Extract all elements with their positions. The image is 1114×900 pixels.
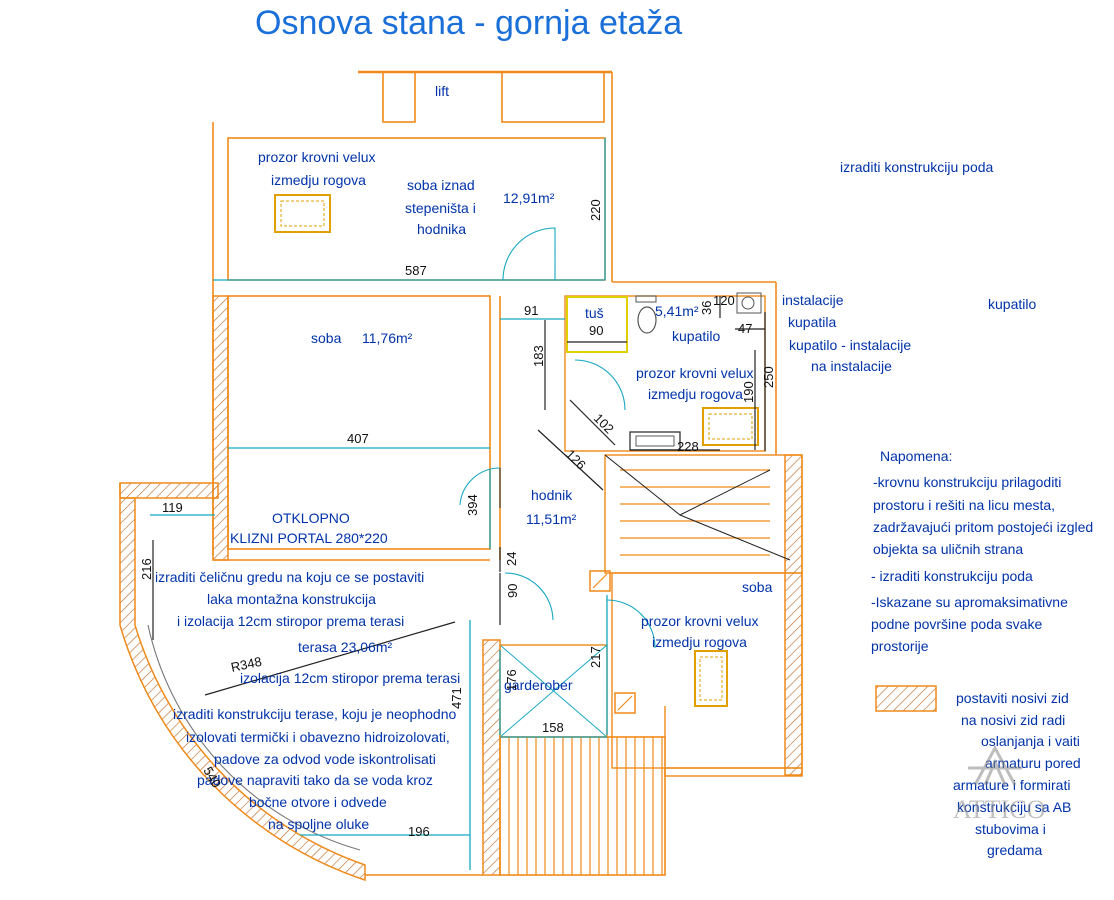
beam-note-3: i izolacija 12cm stiropor prema terasi	[177, 613, 404, 629]
portal-label-2: KLIZNI PORTAL 280*220	[230, 530, 388, 546]
bath-window-label: prozor krovni velux	[636, 365, 754, 381]
attico-watermark-logo: ATTICO	[953, 744, 1045, 824]
install-note-2: kupatila	[788, 314, 836, 330]
plan-title: Osnova stana - gornja etaža	[255, 4, 682, 42]
dim-176: 176	[504, 669, 519, 691]
room1-window-label: prozor krovni velux	[258, 149, 376, 165]
soba-name: soba	[311, 330, 342, 346]
dim-90a: 90	[589, 323, 603, 338]
dim-120: 120	[713, 293, 735, 308]
install-note-3: kupatilo - instalacije	[789, 337, 911, 353]
terrace-note-3: padove za odvod vode iskontrolisati	[214, 751, 436, 767]
room1-area: 12,91m²	[503, 190, 555, 206]
dim-250: 250	[761, 366, 776, 388]
lift-label: lift	[435, 83, 449, 99]
dim-220: 220	[588, 199, 603, 221]
install-note-4: na instalacije	[811, 358, 892, 374]
terrace-note: izraditi konstrukciju terase, koju je ne…	[173, 706, 456, 722]
legend-line-3: oslanjanja i vaiti	[981, 733, 1080, 749]
terrace-note-6: na spoljne oluke	[268, 816, 369, 832]
soba2-name: soba	[742, 579, 773, 595]
legend-line-5: armature i formirati	[953, 777, 1070, 793]
dim-183: 183	[531, 345, 546, 367]
beam-note-2: laka montažna konstrukcija	[207, 591, 376, 607]
beam-note: izraditi čeličnu gredu na koju ce se pos…	[155, 569, 424, 585]
dim-102: 102	[591, 411, 617, 437]
terrace-note-5: bočne otvore i odvede	[249, 794, 387, 810]
dim-119: 119	[162, 500, 183, 515]
dim-158: 158	[542, 720, 564, 735]
bath-window-label-2: izmedju rogova	[648, 386, 743, 402]
soba2-window-label-2: izmedju rogova	[652, 634, 747, 650]
tus-label: tuš	[585, 305, 604, 321]
dim-471: 471	[449, 687, 464, 709]
radius-label: R348	[230, 654, 264, 675]
dim-36: 36	[699, 301, 714, 315]
dim-90b: 90	[505, 584, 520, 598]
dim-217: 217	[588, 646, 603, 668]
note-1d: objekta sa uličnih strana	[873, 541, 1023, 557]
dim-228: 228	[677, 439, 699, 454]
legend-line-7: stubovima i	[975, 821, 1046, 837]
hall-area: 11,51m²	[526, 511, 577, 527]
floor-construction-note: izraditi konstrukciju poda	[840, 159, 994, 175]
dim-407: 407	[347, 431, 369, 446]
dimension-lines	[150, 138, 766, 870]
dim-91: 91	[524, 303, 538, 318]
room1-name: soba iznad	[407, 177, 475, 193]
room1-name-2: stepeništa i	[405, 200, 476, 216]
notes: izraditi konstrukciju poda kupatilo inst…	[782, 159, 1093, 858]
note-1a: -krovnu konstrukciju prilagoditi	[873, 474, 1061, 490]
dim-24: 24	[504, 552, 519, 566]
note-3c: prostorije	[871, 638, 929, 654]
note-3b: podne površine poda svake	[871, 616, 1042, 632]
doors	[147, 227, 656, 851]
dim-196: 196	[408, 824, 430, 839]
legend-hatch-swatch	[875, 685, 937, 712]
stair-direction-line	[604, 454, 791, 561]
room-labels: lift prozor krovni velux izmedju rogova …	[155, 83, 773, 832]
room1-window-label-2: izmedju rogova	[271, 172, 366, 188]
terrace-note-4: padove napraviti tako da se voda kroz	[197, 772, 433, 788]
terrace-note-2: izolovati termički i obavezno hidroizolo…	[186, 729, 450, 745]
legend-line-8: gredama	[987, 842, 1042, 858]
note-1b: prostoru i rešiti na licu mesta,	[873, 497, 1055, 513]
dim-587: 587	[405, 263, 427, 278]
room1-name-3: hodnika	[417, 221, 466, 237]
legend-line-2: na nosivi zid radi	[961, 712, 1065, 728]
terasa-label: terasa 23,06m²	[298, 639, 392, 655]
note-1c: zadržavajući pritom postojeći izgled	[873, 519, 1093, 535]
dim-394: 394	[465, 494, 480, 516]
fixtures	[274, 194, 762, 714]
portal-label: OTKLOPNO	[272, 510, 350, 526]
soba2-window-label: prozor krovni velux	[641, 613, 759, 629]
soba-area: 11,76m²	[362, 330, 413, 346]
note-2: - izraditi konstrukciju poda	[871, 568, 1033, 584]
hall-name: hodnik	[531, 487, 573, 503]
bath-area: 5,41m²	[655, 303, 699, 319]
dimension-labels: 587 220 91 90 36 120 47 183 250 190 102 …	[139, 199, 776, 839]
dim-190: 190	[741, 381, 756, 403]
note-3a: -Iskazane su apromaksimativne	[871, 594, 1068, 610]
watermark-text: ATTICO	[953, 795, 1045, 824]
legend-line-6: konstrukciju sa AB	[957, 799, 1071, 815]
napomena-heading: Napomena:	[880, 448, 952, 464]
install-note: instalacije	[782, 292, 844, 308]
kupatilo-right-label: kupatilo	[988, 296, 1036, 312]
dim-47: 47	[738, 321, 752, 336]
bath-name: kupatilo	[672, 328, 720, 344]
stairs	[604, 454, 791, 561]
legend-line-1: postaviti nosivi zid	[956, 690, 1069, 706]
dim-216: 216	[139, 558, 154, 580]
terasa-insulation: izolacija 12cm stiropor prema terasi	[240, 670, 460, 686]
deck-boards	[508, 737, 663, 875]
garderober-label: garderober	[504, 677, 573, 693]
